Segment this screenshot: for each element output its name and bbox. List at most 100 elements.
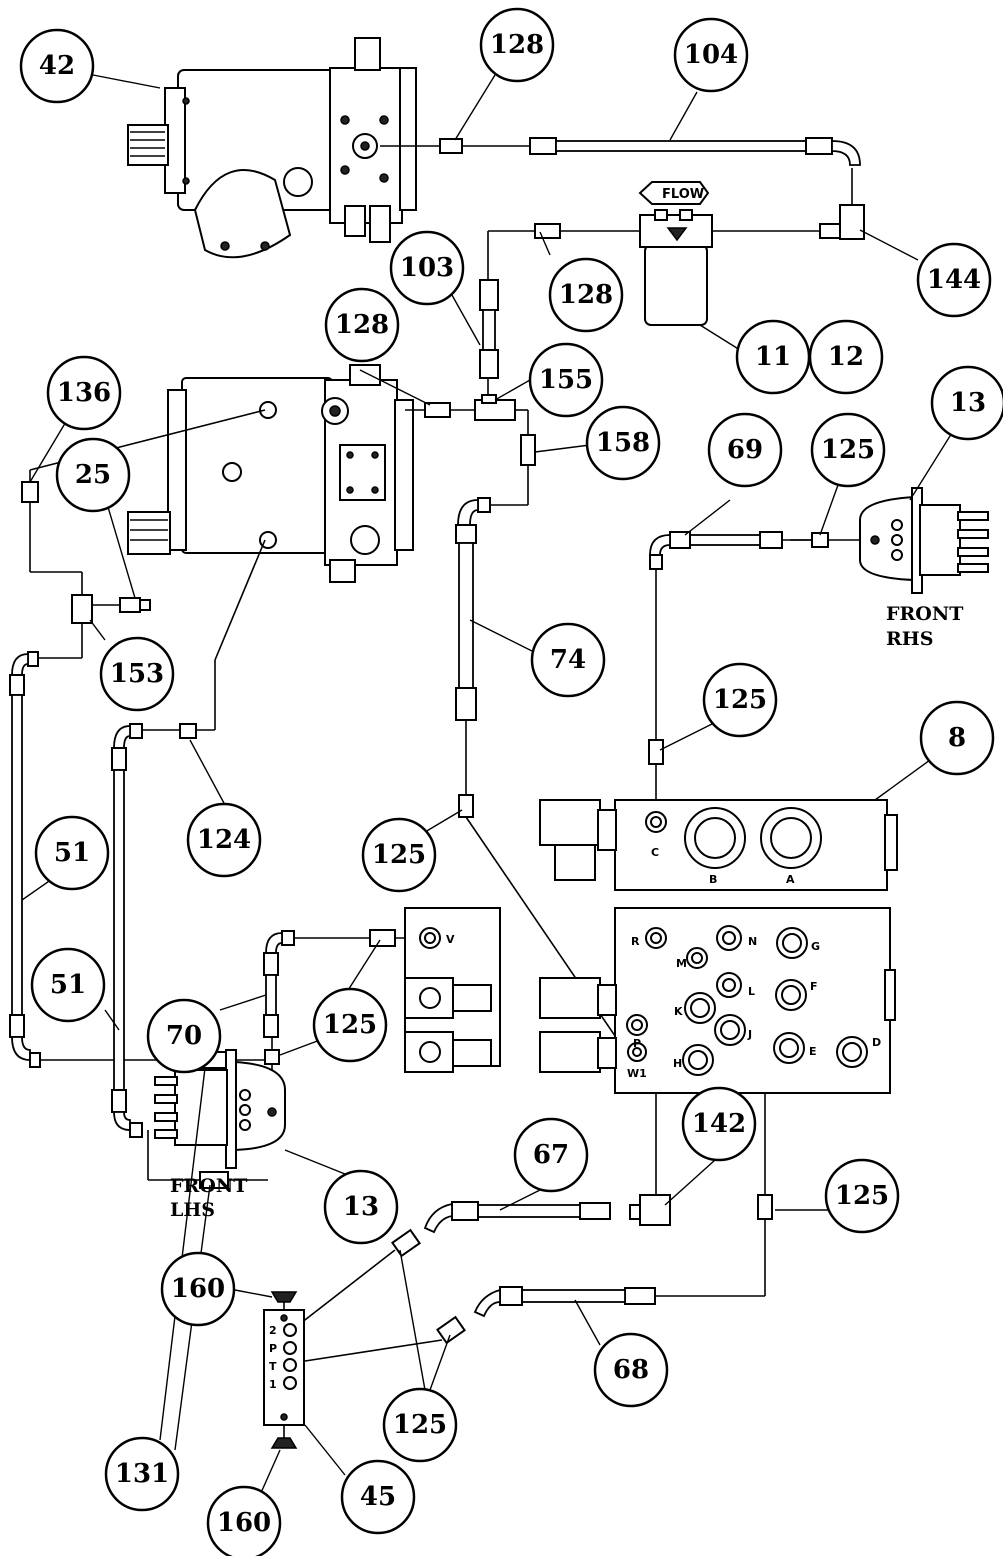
callout-67: 67 <box>513 1117 589 1193</box>
block45-port-p: P <box>269 1342 277 1355</box>
svg-text:125: 125 <box>323 1010 377 1040</box>
callout-68: 68 <box>593 1332 669 1408</box>
callout-128: 128 <box>479 7 555 83</box>
svg-text:70: 70 <box>166 1021 202 1051</box>
svg-text:13: 13 <box>950 388 986 418</box>
motor-front-lhs <box>154 1049 286 1169</box>
block-45 <box>263 1291 305 1449</box>
callout-142: 142 <box>681 1086 757 1162</box>
callout-12: 12 <box>808 319 884 395</box>
front-lhs-line2: LHS <box>170 1199 215 1221</box>
manifold-port-e: E <box>809 1045 817 1058</box>
front-lhs-line1: FRONT <box>170 1175 247 1197</box>
svg-text:51: 51 <box>54 838 90 868</box>
svg-text:25: 25 <box>75 460 111 490</box>
svg-text:144: 144 <box>927 265 981 295</box>
svg-text:8: 8 <box>948 723 966 753</box>
svg-text:142: 142 <box>692 1109 746 1139</box>
callout-125: 125 <box>382 1387 458 1463</box>
small-valve <box>404 907 501 1073</box>
svg-text:125: 125 <box>393 1410 447 1440</box>
svg-text:153: 153 <box>110 659 164 689</box>
callout-160: 160 <box>160 1251 236 1327</box>
svg-text:69: 69 <box>727 435 763 465</box>
block45-port-2: 2 <box>269 1324 277 1337</box>
callout-42: 42 <box>19 28 95 104</box>
filter-assembly <box>638 181 713 326</box>
manifold-port-h: H <box>673 1057 682 1070</box>
svg-text:45: 45 <box>360 1482 396 1512</box>
svg-text:67: 67 <box>533 1140 569 1170</box>
flow-arrow-label: FLOW <box>662 187 704 202</box>
svg-text:160: 160 <box>171 1274 225 1304</box>
callout-51: 51 <box>34 815 110 891</box>
svg-text:42: 42 <box>39 51 75 81</box>
manifold-port-r: R <box>631 935 640 948</box>
callout-158: 158 <box>585 405 661 481</box>
svg-text:128: 128 <box>559 280 613 310</box>
block45-port-1: 1 <box>269 1378 277 1391</box>
svg-text:160: 160 <box>217 1508 271 1538</box>
callout-128: 128 <box>548 257 624 333</box>
svg-text:155: 155 <box>539 365 593 395</box>
valve8-port-a: A <box>786 873 795 886</box>
manifold-port-n: N <box>748 935 757 948</box>
callout-144: 144 <box>916 242 992 318</box>
callout-125: 125 <box>702 662 778 738</box>
svg-text:124: 124 <box>197 825 251 855</box>
pump-42 <box>127 37 417 259</box>
leader-lines <box>21 74 961 1496</box>
callout-125: 125 <box>810 412 886 488</box>
block45-port-t: T <box>269 1360 277 1373</box>
manifold-port-j: J <box>747 1028 752 1041</box>
callout-153: 153 <box>99 636 175 712</box>
manifold-port-g: G <box>811 940 820 953</box>
valve8-port-b: B <box>709 873 717 886</box>
svg-text:125: 125 <box>835 1181 889 1211</box>
manifold-port-f: F <box>810 980 818 993</box>
motor-front-rhs <box>859 487 989 594</box>
svg-text:158: 158 <box>596 428 650 458</box>
callout-128: 128 <box>324 287 400 363</box>
svg-text:68: 68 <box>613 1355 649 1385</box>
manifold-port-k: K <box>674 1005 683 1018</box>
callout-124: 124 <box>186 802 262 878</box>
callout-155: 155 <box>528 342 604 418</box>
valve-8 <box>539 799 898 891</box>
callout-160: 160 <box>206 1485 282 1556</box>
callout-136: 136 <box>46 355 122 431</box>
svg-text:74: 74 <box>550 645 586 675</box>
small-valve-port-v: V <box>446 933 455 946</box>
pump-lower <box>127 364 414 583</box>
callout-69: 69 <box>707 412 783 488</box>
svg-text:125: 125 <box>821 435 875 465</box>
svg-text:13: 13 <box>343 1192 379 1222</box>
callout-25: 25 <box>55 437 131 513</box>
pipe-network <box>9 137 870 1440</box>
svg-text:128: 128 <box>335 310 389 340</box>
front-rhs-line1: FRONT <box>886 603 963 625</box>
callout-103: 103 <box>389 230 465 306</box>
svg-text:136: 136 <box>57 378 111 408</box>
callout-125: 125 <box>361 817 437 893</box>
callout-74: 74 <box>530 622 606 698</box>
svg-text:125: 125 <box>372 840 426 870</box>
svg-text:125: 125 <box>713 685 767 715</box>
callout-104: 104 <box>673 17 749 93</box>
svg-text:131: 131 <box>115 1459 169 1489</box>
callout-13: 13 <box>930 365 1003 441</box>
svg-text:12: 12 <box>828 342 864 372</box>
manifold-port-l: L <box>748 985 755 998</box>
callout-70: 70 <box>146 998 222 1074</box>
svg-text:103: 103 <box>400 253 454 283</box>
svg-text:128: 128 <box>490 30 544 60</box>
callout-8: 8 <box>919 700 995 776</box>
manifold-port-w1: W1 <box>627 1067 647 1080</box>
callout-11: 11 <box>735 319 811 395</box>
callout-45: 45 <box>340 1459 416 1535</box>
callout-125: 125 <box>312 987 388 1063</box>
manifold-port-d: D <box>872 1036 881 1049</box>
main-manifold <box>539 907 896 1094</box>
callout-13: 13 <box>323 1169 399 1245</box>
